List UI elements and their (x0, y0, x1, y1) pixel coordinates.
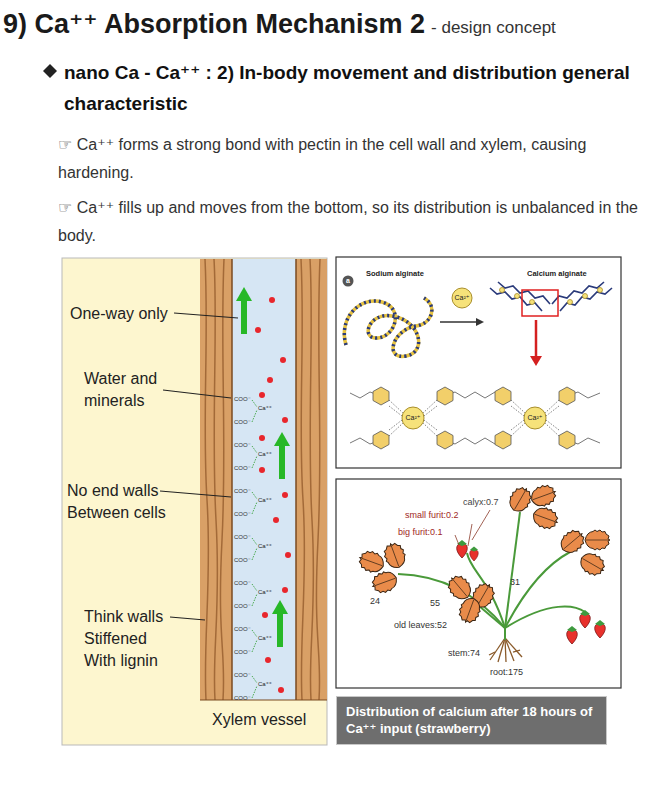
callout-label: Water and minerals (84, 368, 174, 412)
calcium-ion-label: Ca⁺⁺ (258, 451, 272, 458)
carboxyl-label: COO⁻ (234, 534, 251, 541)
carboxyl-label: COO⁻ (234, 580, 251, 587)
strawberry-fruit (457, 540, 606, 644)
section-heading: nano Ca - Ca⁺⁺ : 2) In-body movement and… (64, 57, 639, 119)
carboxyl-label: COO⁻ (234, 672, 251, 679)
ion-label: Ca²⁺ (402, 413, 424, 423)
carboxyl-label: COO⁻ (234, 396, 251, 403)
panel-ground (62, 258, 327, 745)
xylem-panel (62, 258, 327, 745)
carboxyl-label: COO⁻ (234, 419, 251, 426)
caption-box: Distribution of calcium after 18 hours o… (336, 696, 607, 745)
leader-line (455, 510, 490, 546)
cell-wall (200, 259, 232, 700)
callout-label: One-way only (70, 304, 168, 324)
flow-arrow (272, 600, 288, 647)
value-label: 24 (370, 596, 380, 607)
wall-grain (205, 259, 320, 700)
carboxyl-label: COO⁻ (234, 465, 251, 472)
carboxyl-label: COO⁻ (234, 557, 251, 564)
value-label: old leaves:52 (394, 620, 447, 631)
subtitle: - design concept (431, 18, 556, 38)
note-text: ☞ Ca⁺⁺ fills up and moves from the botto… (58, 194, 646, 250)
figure-label: Sodium alginate (366, 269, 424, 278)
carboxyl-label: COO⁻ (234, 442, 251, 449)
caption-text: Distribution of calcium after 18 hours o… (346, 703, 597, 737)
note-text: ☞ Ca⁺⁺ forms a strong bond with pectin i… (58, 131, 646, 187)
ionic-bond (252, 400, 257, 698)
calcium-ion (452, 288, 472, 308)
calcium-ion-label: Ca⁺⁺ (258, 497, 272, 504)
calcium-ion-label: Ca⁺⁺ (258, 635, 272, 642)
bullet-diamond (43, 64, 57, 78)
reaction-arrow (476, 318, 484, 326)
root-system (489, 638, 522, 662)
value-label: 55 (430, 598, 440, 609)
calcium-ion-label: Ca⁺⁺ (258, 589, 272, 596)
strawberry-panel (336, 479, 621, 688)
calcium-ion-label: Ca⁺⁺ (258, 543, 272, 550)
flow-arrow (274, 432, 290, 479)
ion-label: Ca²⁺ (452, 293, 472, 303)
panel-letter: a (343, 276, 353, 286)
egg-box-junction (495, 387, 575, 449)
alginate-panel (336, 257, 621, 468)
value-label: stem:74 (448, 648, 480, 659)
highlight-box (522, 290, 558, 316)
figure-label: Calcium alginate (527, 269, 587, 278)
leaf (356, 482, 610, 625)
title-row: 9) Ca⁺⁺ Absorption Mechanism 2 - design c… (3, 6, 556, 42)
carboxyl-label: COO⁻ (234, 603, 251, 610)
panel-badge (343, 276, 354, 287)
carboxyl-label: COO⁻ (234, 626, 251, 633)
figure-label: Xylem vessel (212, 710, 306, 730)
carboxyl-label: COO⁻ (234, 649, 251, 656)
value-label: calyx:0.7 (463, 497, 499, 508)
calcium-ion-label: Ca⁺⁺ (258, 681, 272, 688)
reaction-arrow (440, 321, 476, 323)
panel-frame (336, 479, 621, 688)
panel-frame (336, 257, 621, 468)
zoom-arrow (530, 356, 542, 366)
ion-label: Ca²⁺ (524, 413, 546, 423)
egg-box-junction (373, 387, 453, 449)
carboxyl-label: COO⁻ (234, 511, 251, 518)
wall-edge (231, 259, 233, 700)
page-title: 9) Ca⁺⁺ Absorption Mechanism 2 (3, 6, 425, 42)
alginate-chain (344, 298, 432, 356)
mineral-dots (255, 297, 291, 693)
value-label: root:175 (490, 667, 523, 678)
callout-label: Think walls Stiffened With lignin (84, 606, 176, 672)
zoom-arrow (535, 320, 538, 356)
leader-line (160, 313, 238, 620)
vessel-end (200, 700, 327, 701)
value-label: small furit:0.2 (405, 510, 459, 521)
alginate-chain (490, 282, 612, 311)
wall-edge (295, 259, 297, 700)
cell-wall (296, 259, 327, 700)
calcium-ion-label: Ca⁺⁺ (258, 405, 272, 412)
alginate-chain (344, 298, 432, 356)
flow-arrow (236, 287, 252, 334)
carboxyl-label: COO⁻ (234, 695, 251, 702)
value-label: 31 (510, 577, 520, 588)
callout-label: No end walls Between cells (67, 480, 175, 524)
carboxyl-label: COO⁻ (234, 488, 251, 495)
value-label: big furit:0.1 (398, 527, 443, 538)
vessel-lumen (232, 259, 296, 700)
